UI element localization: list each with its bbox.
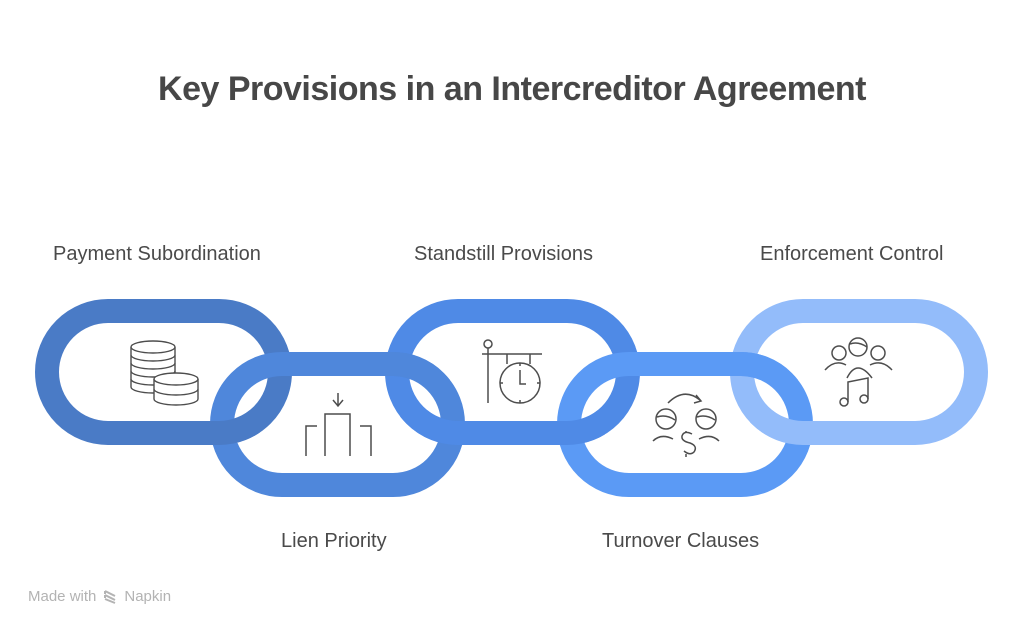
label-payment-subordination: Payment Subordination	[53, 243, 261, 265]
money-transfer-people-icon	[652, 393, 720, 457]
made-with-text: Made with	[28, 588, 97, 605]
label-standstill-provisions: Standstill Provisions	[414, 243, 593, 265]
label-lien-priority: Lien Priority	[281, 530, 387, 552]
coins-stack-icon	[130, 340, 199, 406]
napkin-watermark: Made with Napkin	[28, 588, 171, 605]
group-conductor-icon	[824, 337, 893, 407]
label-enforcement-control: Enforcement Control	[760, 243, 944, 265]
diagram-title: Key Provisions in an Intercreditor Agree…	[158, 70, 866, 108]
brand-name: Napkin	[124, 588, 172, 605]
hanging-clock-icon	[482, 339, 542, 404]
priority-podium-icon	[305, 393, 372, 456]
label-turnover-clauses: Turnover Clauses	[602, 530, 760, 552]
napkin-logo-icon	[104, 589, 116, 604]
